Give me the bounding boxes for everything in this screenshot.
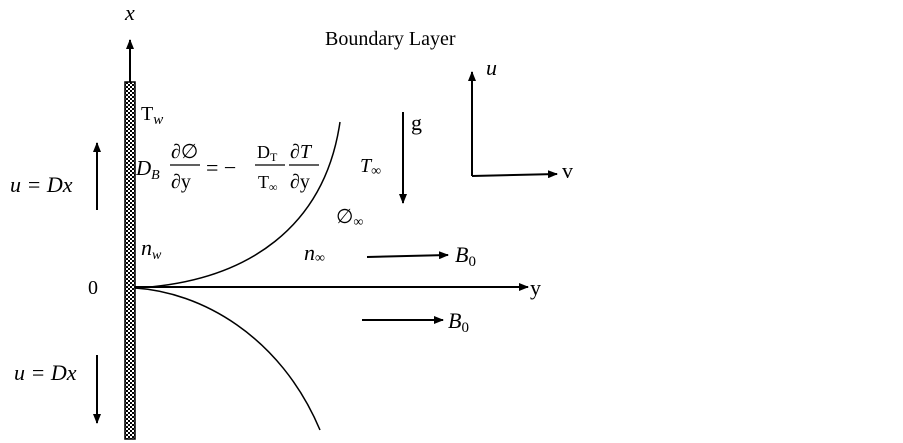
- svg-text:∂y: ∂y: [290, 171, 310, 193]
- diagram-title: Boundary Layer: [325, 28, 456, 50]
- gravity-label: g: [411, 110, 422, 135]
- magnetic-field-upper-arrow: [366, 251, 449, 260]
- svg-text:T∞: T∞: [258, 172, 278, 194]
- u-velocity-label: u: [486, 55, 497, 80]
- y-axis-label: y: [530, 275, 541, 300]
- svg-text:∂y: ∂y: [171, 171, 191, 193]
- wall-concentration-label: nw: [141, 235, 162, 263]
- boundary-layer-upper-curve: [134, 121, 341, 289]
- magnetic-field-upper-label: B0: [455, 242, 476, 270]
- v-velocity-axis: [471, 170, 558, 179]
- velocity-lower-label: u = Dx: [14, 360, 77, 385]
- svg-text:∂∅: ∂∅: [171, 141, 198, 163]
- svg-text:∂T: ∂T: [290, 141, 313, 163]
- boundary-layer-lower-curve: [134, 287, 321, 431]
- wall-temperature-label: Tw: [141, 103, 163, 128]
- stretching-wall: [124, 81, 136, 440]
- ambient-concentration-label: ∅∞: [336, 206, 363, 230]
- origin-label: 0: [88, 277, 98, 299]
- svg-text:= −: = −: [206, 155, 236, 180]
- ambient-microorganism-label: n∞: [304, 240, 325, 266]
- ambient-temperature-label: T∞: [360, 155, 381, 179]
- svg-text:DT: DT: [257, 142, 278, 164]
- velocity-upper-label: u = Dx: [10, 172, 73, 197]
- magnetic-field-lower-label: B0: [448, 308, 469, 336]
- svg-text:DB: DB: [135, 156, 160, 183]
- v-velocity-label: v: [562, 158, 573, 183]
- x-axis-label: x: [124, 0, 135, 25]
- boundary-condition-equation: DB ∂∅ ∂y = − DT T∞ ∂T ∂y: [135, 141, 319, 194]
